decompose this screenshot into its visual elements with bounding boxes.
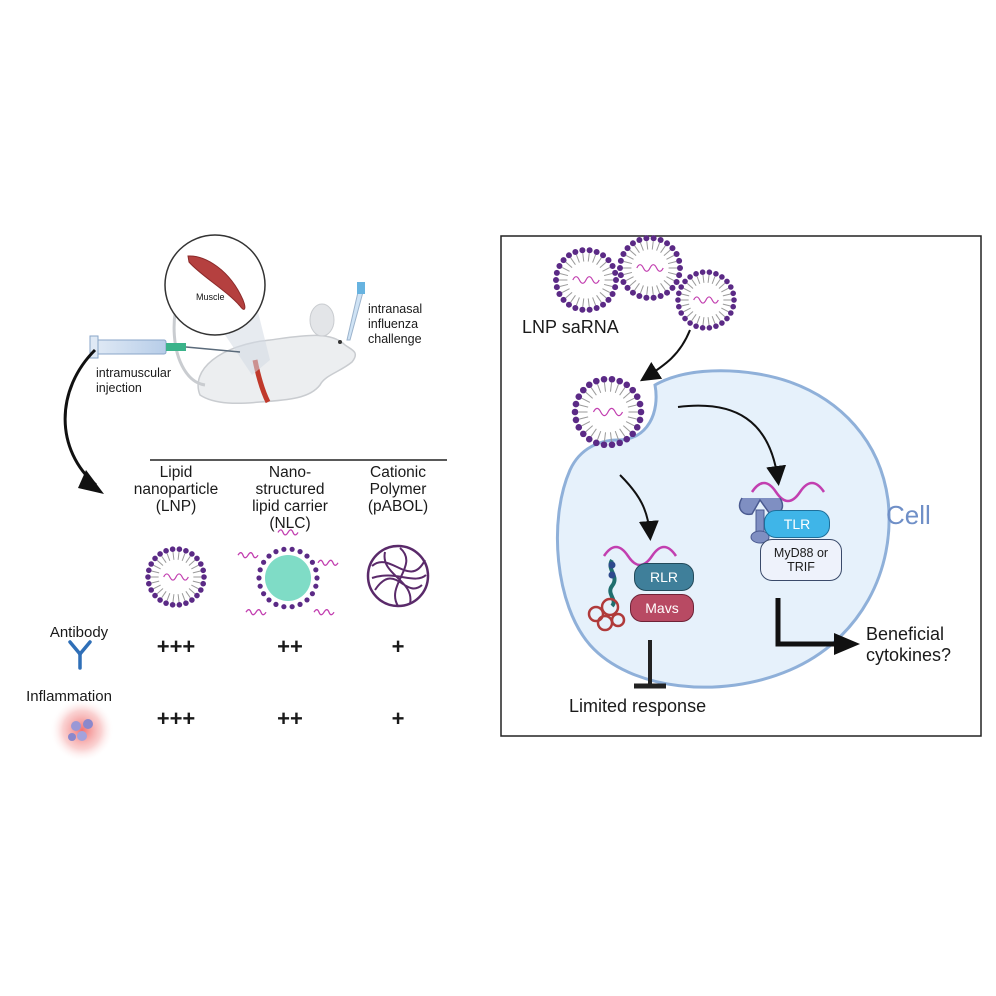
challenge-line-3: challenge	[368, 332, 422, 346]
nlc-lipid-head	[304, 597, 310, 603]
row-label-inflammation: Inflammation	[26, 688, 112, 705]
nlc-lipid-head	[289, 604, 295, 610]
arrow-to-rlr	[619, 474, 659, 541]
pipette-icon	[346, 282, 365, 341]
rlr-badge: RLR	[634, 563, 694, 591]
nlc-lipid-head	[314, 575, 320, 581]
adaptor-line-2: TRIF	[787, 560, 815, 574]
column-header-nlc: Nano- structured lipid carrier (NLC)	[230, 464, 350, 532]
beneficial-cytokines-label: Beneficial cytokines?	[866, 624, 951, 666]
lnp-left-particle	[145, 546, 207, 608]
nlc-lipid-head	[304, 553, 310, 559]
lnp-particle-3	[675, 269, 737, 331]
nlc-lipid-head	[257, 583, 263, 589]
limited-response-label: Limited response	[569, 696, 707, 716]
lnp-sarna-label: LNP saRNA	[522, 317, 619, 337]
flow-arrow-head	[78, 470, 104, 494]
nlc-lipid-head	[313, 567, 319, 573]
adaptor-line-1: MyD88 or	[773, 546, 829, 560]
nlc-rna-strand	[313, 609, 335, 616]
nlc-lipid-head	[273, 549, 279, 555]
antibody-icon	[68, 640, 92, 670]
nlc-lipid-head	[257, 567, 263, 573]
rig-receptor-icon	[608, 558, 617, 608]
lnp-particle-1	[553, 247, 619, 313]
nlc-lipid-head	[261, 559, 267, 565]
score-inflammation-lnp: +++	[156, 706, 196, 731]
beneficial-line-2: cytokines?	[866, 645, 952, 665]
nlc-lipid-head	[261, 591, 267, 597]
tlr-badge: TLR	[764, 510, 830, 538]
row-label-antibody: Antibody	[49, 624, 109, 641]
header-line: Nano-	[268, 464, 312, 481]
nlc-rna-strand	[245, 609, 267, 616]
challenge-line-2: influenza	[368, 317, 419, 331]
score-antibody-pabol: +	[391, 634, 405, 659]
lnp-particle-2	[617, 235, 683, 301]
uptake-arrow	[639, 329, 691, 382]
muscle-icon	[187, 255, 246, 310]
nlc-lipid-head	[281, 604, 287, 610]
nlc-lipid-head	[309, 559, 315, 565]
nlc-lipid-head	[309, 591, 315, 597]
flow-arrow	[63, 348, 97, 487]
header-line: structured	[255, 481, 325, 498]
challenge-route-label: intranasal influenza challenge	[368, 302, 422, 347]
nlc-lipid-head	[281, 546, 287, 552]
challenge-line-1: intranasal	[368, 302, 423, 316]
header-line: Lipid	[159, 464, 193, 481]
inflammation-icon	[50, 698, 114, 762]
injection-line-2: injection	[96, 381, 142, 395]
muscle-label: Muscle	[196, 292, 225, 302]
header-line: Polymer	[369, 481, 427, 498]
activation-arrow-head	[834, 633, 860, 655]
injection-line-1: intramuscular	[96, 366, 172, 380]
score-antibody-lnp: +++	[156, 634, 196, 659]
nlc-lipid-head	[256, 575, 262, 581]
lnp-particle-icon	[145, 546, 207, 608]
header-line: (NLC)	[269, 515, 311, 532]
pabol-polymer-icon	[366, 544, 430, 608]
nlc-lipid-head	[273, 601, 279, 607]
score-inflammation-pabol: +	[391, 706, 405, 731]
score-inflammation-nlc: ++	[277, 706, 303, 731]
nlc-rna-strand	[277, 529, 299, 536]
header-line: (pABOL)	[367, 498, 429, 515]
score-antibody-nlc: ++	[277, 634, 303, 659]
nlc-lipid-head	[297, 601, 303, 607]
nlc-rna-strand	[237, 552, 259, 559]
adaptor-badge: MyD88 or TRIF	[760, 539, 842, 581]
lnp-docking-particle	[571, 375, 645, 449]
nlc-lipid-head	[266, 553, 272, 559]
nlc-lipid-head	[297, 549, 303, 555]
cell-label: Cell	[886, 500, 931, 530]
column-header-lnp: Lipid nanoparticle (LNP)	[116, 464, 236, 515]
beneficial-line-1: Beneficial	[866, 624, 945, 644]
arrow-to-tlr	[677, 404, 787, 486]
header-line: lipid carrier	[252, 498, 328, 515]
nlc-particle-icon	[237, 529, 339, 616]
syringe-icon	[89, 335, 241, 359]
injection-route-label: intramuscular injection	[96, 366, 171, 396]
muscle-inset-circle	[164, 234, 266, 336]
header-line: Cationic	[370, 464, 426, 481]
sarna-strand-tlr	[750, 481, 826, 503]
nlc-lipid-head	[266, 597, 272, 603]
header-line: (LNP)	[155, 498, 197, 515]
nlc-lipid-head	[313, 583, 319, 589]
activation-arrow	[775, 598, 838, 647]
nlc-core	[265, 555, 311, 601]
header-line: nanoparticle	[133, 481, 219, 498]
mavs-badge: Mavs	[630, 594, 694, 622]
mavs-protein-icon	[587, 597, 626, 632]
nlc-lipid-head	[289, 546, 295, 552]
column-header-pabol: Cationic Polymer (pABOL)	[338, 464, 458, 515]
nlc-rna-strand	[317, 559, 339, 566]
